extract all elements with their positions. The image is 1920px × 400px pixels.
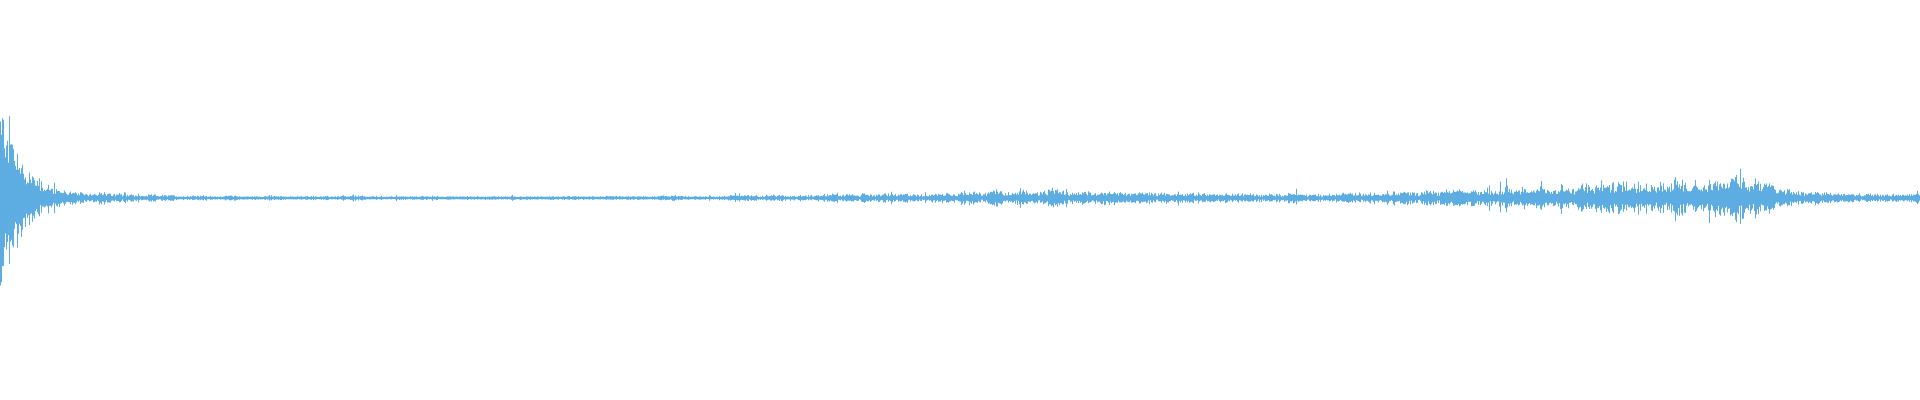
waveform-path (0, 116, 1920, 286)
waveform-bars (0, 116, 1920, 286)
